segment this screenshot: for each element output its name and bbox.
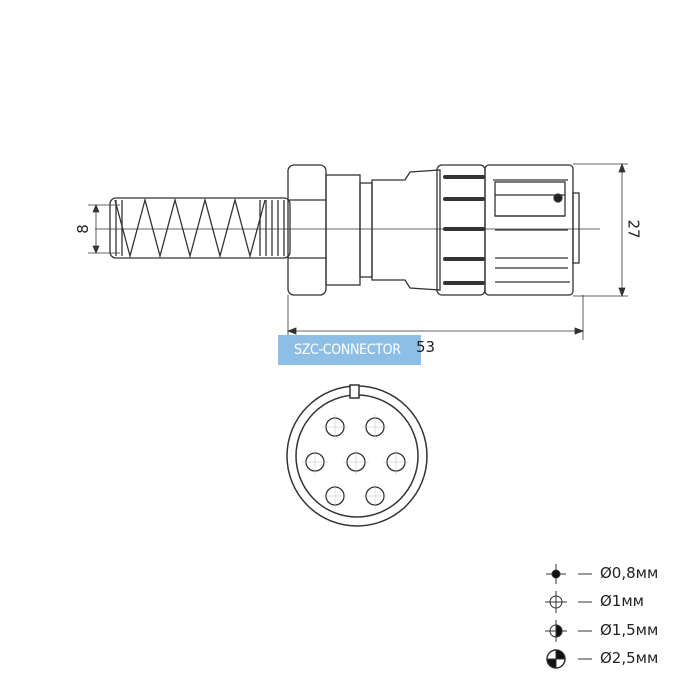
connector-body bbox=[371, 164, 580, 296]
filled-dot-icon bbox=[546, 564, 566, 584]
open-circle-icon bbox=[545, 591, 567, 613]
legend-symbols bbox=[545, 564, 592, 669]
legend-item: Ø1мм bbox=[600, 592, 644, 610]
quarter-filled-circle-icon bbox=[546, 649, 566, 669]
cable-spring bbox=[109, 197, 291, 259]
hex-nut bbox=[287, 164, 373, 296]
diameter-dimension: 27 bbox=[624, 219, 643, 239]
cable-dimension: 8 bbox=[73, 224, 92, 234]
legend-item: Ø2,5мм bbox=[600, 649, 659, 667]
legend-item: Ø1,5мм bbox=[600, 621, 659, 639]
watermark-label: SZC-CONNECTOR bbox=[278, 335, 421, 365]
half-filled-circle-icon bbox=[545, 620, 567, 642]
legend-item: Ø0,8мм bbox=[600, 564, 659, 582]
length-dimension: 53 bbox=[416, 338, 436, 356]
dimension-lines bbox=[88, 162, 628, 340]
front-view bbox=[286, 384, 428, 527]
pin bbox=[305, 417, 406, 506]
